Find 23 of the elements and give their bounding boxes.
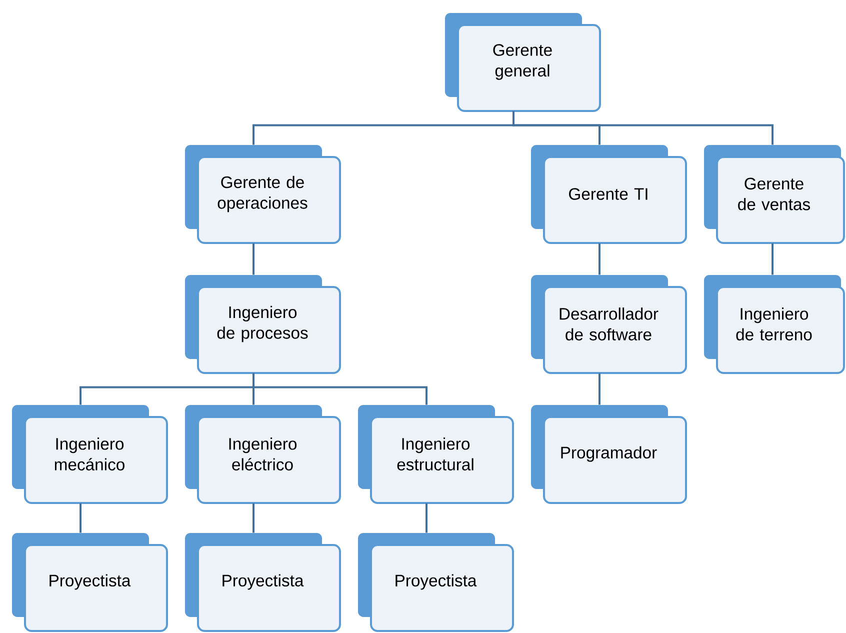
org-box: Proyectista: [12, 533, 168, 632]
org-box: Programador: [531, 405, 687, 504]
connector-line: [252, 503, 254, 533]
connector-line: [772, 243, 774, 275]
org-box: Proyectista: [358, 533, 514, 632]
org-box: Gerente de operaciones: [185, 145, 341, 244]
connector-line: [512, 111, 774, 145]
connector-line: [598, 243, 600, 275]
org-box: Ingeniero eléctrico: [185, 405, 341, 504]
org-box: Ingeniero mecánico: [12, 405, 168, 504]
connector-line: [252, 243, 254, 275]
org-box: Desarrollador de software: [531, 275, 687, 374]
org-box: Gerente TI: [531, 145, 687, 244]
connector-line: [80, 503, 82, 533]
connector-line: [426, 503, 428, 533]
org-box: Gerente general: [445, 13, 601, 112]
org-box: Ingeniero estructural: [358, 405, 514, 504]
org-box: Ingeniero de terreno: [704, 275, 845, 374]
org-box: Gerente de ventas: [704, 145, 845, 244]
connector-line: [252, 373, 428, 405]
org-box: Ingeniero de procesos: [185, 275, 341, 374]
connector-line: [598, 373, 600, 405]
org-box: Proyectista: [185, 533, 341, 632]
